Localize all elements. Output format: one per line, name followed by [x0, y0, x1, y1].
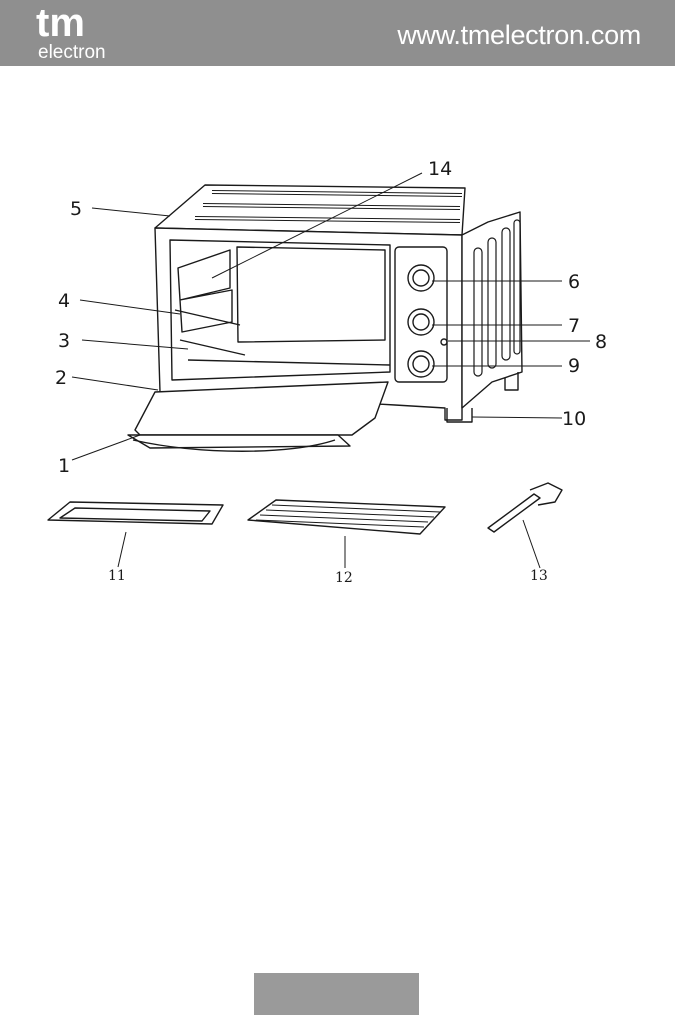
- website-url[interactable]: www.tmelectron.com: [397, 20, 641, 51]
- callout-8: 8: [595, 331, 607, 353]
- callout-7: 7: [568, 315, 580, 337]
- page-header: tm electron www.tmelectron.com: [0, 0, 675, 66]
- oven-parts-diagram: 5 14 4 3 2 1 6 7 8 9 10 11 12 13: [0, 150, 675, 590]
- callout-12: 12: [335, 570, 353, 586]
- callout-11: 11: [108, 568, 126, 584]
- callout-6: 6: [568, 271, 580, 293]
- tm-electron-logo: tm electron: [36, 6, 136, 62]
- tray-handle: [488, 494, 540, 532]
- baking-tray: [48, 502, 223, 524]
- callout-5: 5: [70, 198, 82, 220]
- footer-page-tab: [254, 973, 419, 1015]
- callout-1: 1: [58, 455, 70, 477]
- callout-14: 14: [428, 158, 452, 180]
- callout-9: 9: [568, 355, 580, 377]
- callout-10: 10: [562, 408, 586, 430]
- oven-side: [462, 212, 522, 408]
- callout-4: 4: [58, 290, 70, 312]
- callout-2: 2: [55, 367, 67, 389]
- svg-text:tm: tm: [36, 6, 85, 45]
- callout-3: 3: [58, 330, 70, 352]
- callout-13: 13: [530, 568, 548, 584]
- svg-text:electron: electron: [38, 42, 106, 62]
